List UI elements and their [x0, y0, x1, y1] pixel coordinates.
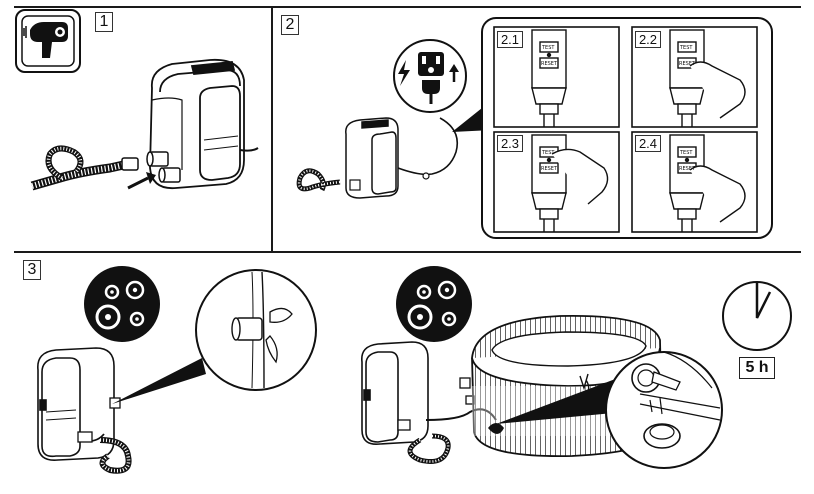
rcd-reset-2-4: RESET	[679, 166, 696, 172]
lightning-plug-icon	[393, 39, 467, 113]
rcd-reset-2-1: RESET	[541, 61, 558, 67]
rcd-test-2-1: TEST	[541, 45, 555, 51]
step-3-label: 3	[23, 260, 41, 280]
substep-2-2-label: 2.2	[635, 31, 661, 48]
insert-arrow	[127, 176, 149, 190]
rcd-plug-2-2	[669, 29, 746, 127]
valve-positions-icon	[84, 266, 160, 342]
heater-unit-step3	[37, 347, 115, 461]
zoom-valve-detail-2	[605, 351, 723, 469]
rcd-test-2-3: TEST	[541, 150, 555, 156]
zoom-valve-detail-1	[195, 269, 317, 391]
heater-unit	[149, 58, 245, 190]
callout-wedge-3b	[496, 378, 624, 424]
step-1-label: 1	[95, 12, 113, 32]
substep-2-1-label: 2.1	[497, 31, 523, 48]
rcd-reset-2-3: RESET	[541, 166, 558, 172]
valve-positions-icon-2	[396, 266, 472, 342]
top-border	[14, 6, 801, 8]
rcd-test-2-4: TEST	[679, 150, 693, 156]
hair-dryer-prohibited-icon	[15, 9, 81, 73]
rcd-reset-2-2: RESET	[679, 61, 696, 67]
rcd-plug-2-4	[669, 134, 746, 232]
substep-2-3-label: 2.3	[497, 135, 523, 152]
rcd-plug-2-3	[531, 134, 609, 232]
substep-2-4-label: 2.4	[635, 135, 661, 152]
step-2-label: 2	[281, 15, 299, 35]
middle-divider	[14, 251, 801, 253]
panel-divider	[271, 6, 273, 252]
heater-unit-step3b	[361, 341, 429, 446]
clock-icon	[722, 281, 792, 351]
rcd-plug-2-1	[531, 29, 567, 127]
heater-ports	[146, 151, 181, 183]
callout-wedge-3a	[112, 358, 206, 404]
heater-unit-small	[345, 117, 399, 199]
duration-label: 5 h	[739, 357, 775, 379]
rcd-test-2-2: TEST	[679, 45, 693, 51]
